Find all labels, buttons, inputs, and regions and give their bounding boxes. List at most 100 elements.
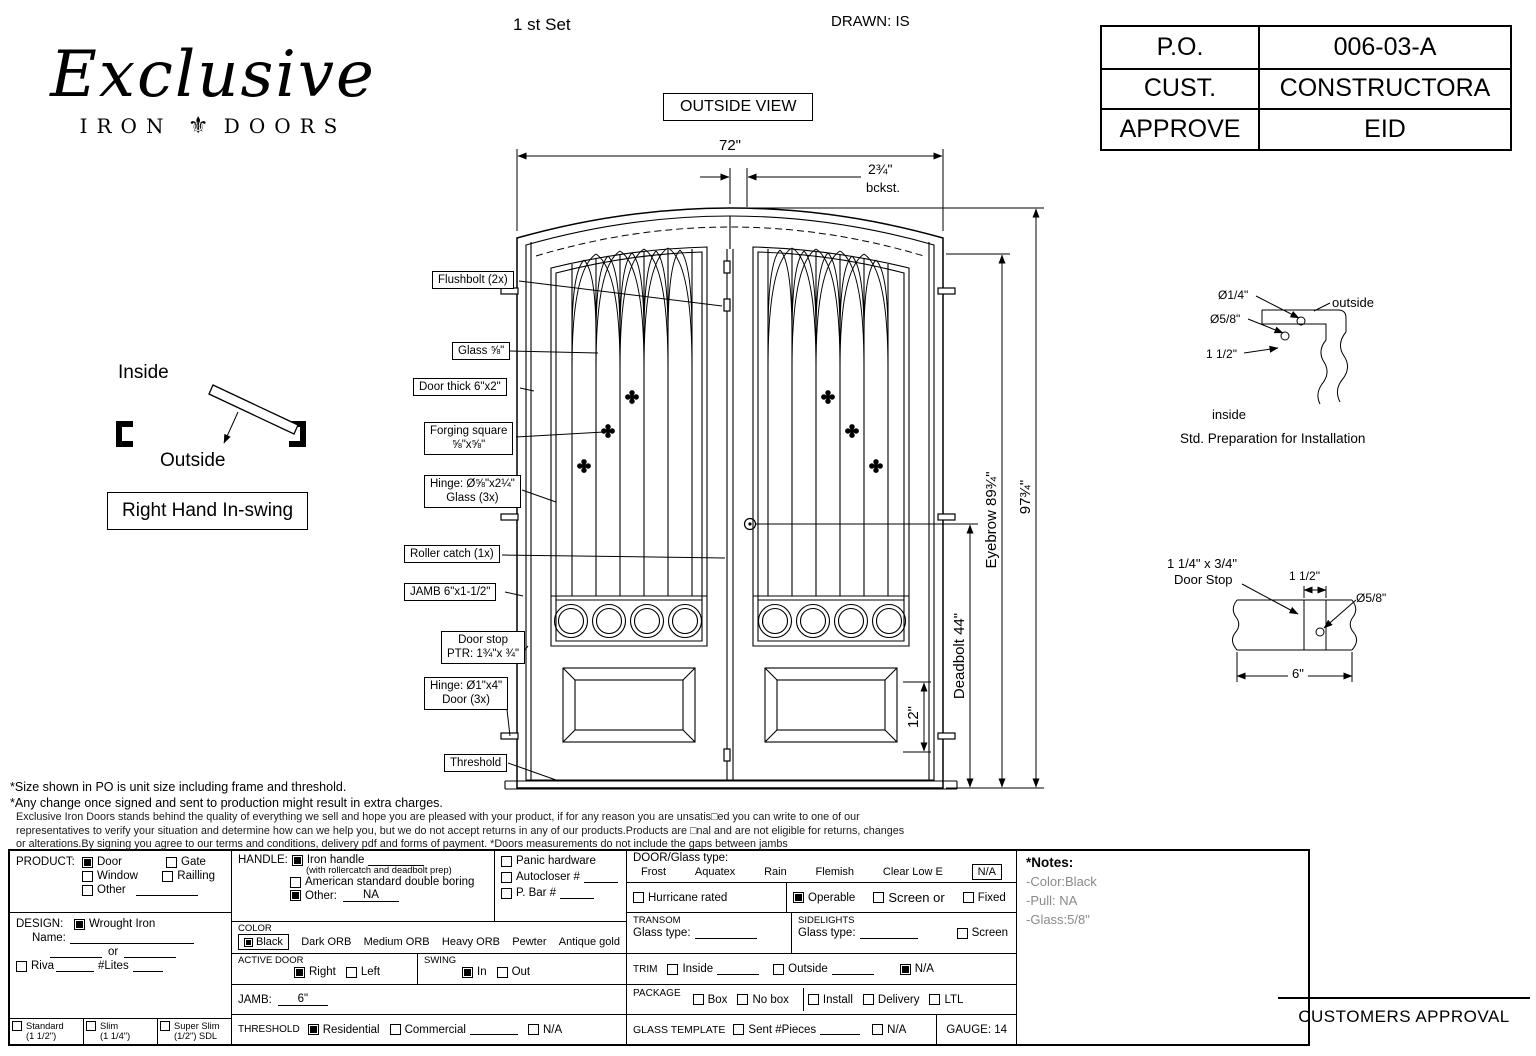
trim-na-checkbox[interactable] bbox=[899, 963, 911, 975]
profile-options: Standard(1 1/2") Slim(1 1/4") Super Slim… bbox=[10, 1017, 231, 1044]
operation-section: Hurricane rated Operable Screen or Fixed bbox=[627, 883, 1017, 913]
design-name-label: Name: bbox=[32, 932, 66, 944]
residential-checkbox[interactable] bbox=[307, 1024, 319, 1035]
commercial-blank bbox=[469, 1024, 518, 1035]
inside-label: Inside bbox=[118, 362, 169, 383]
threshold-label: THRESHOLD bbox=[238, 1024, 300, 1035]
fixed-checkbox[interactable] bbox=[962, 892, 974, 903]
forging-squares bbox=[577, 390, 639, 473]
dim-deadbolt: Deadbolt 44" bbox=[951, 613, 968, 699]
install-prep-detail bbox=[1243, 295, 1348, 405]
swing-in-checkbox[interactable] bbox=[462, 966, 473, 978]
glass-type-na-option[interactable]: N/A bbox=[971, 864, 1002, 880]
autocloser-blank bbox=[583, 872, 618, 883]
sidelights-glass-blank bbox=[859, 928, 918, 939]
panic-hardware-checkbox[interactable] bbox=[501, 855, 512, 867]
jamb-label: JAMB: bbox=[238, 993, 272, 1006]
glass-type-option[interactable]: Flemish bbox=[815, 866, 855, 878]
screen-or-checkbox[interactable] bbox=[873, 892, 885, 903]
box-checkbox[interactable] bbox=[692, 994, 704, 1005]
product-section: PRODUCT: Door Gate Window Railling Other bbox=[10, 851, 232, 913]
glass-type-option[interactable]: Clear Low E bbox=[882, 866, 943, 878]
sidelights-cell: SIDELIGHTS Glass type: Screen bbox=[792, 913, 1016, 953]
leader-lines bbox=[501, 280, 726, 781]
customers-approval: CUSTOMERS APPROVAL bbox=[1278, 997, 1530, 1027]
american-boring-checkbox[interactable] bbox=[290, 876, 301, 888]
color-option[interactable]: Dark ORB bbox=[301, 936, 352, 948]
trim-outside-checkbox[interactable] bbox=[773, 963, 785, 975]
fixed-label: Fixed bbox=[977, 891, 1006, 904]
slim-label: Slim bbox=[100, 1020, 119, 1031]
other-handle-label: Other: bbox=[305, 889, 337, 902]
color-option[interactable]: Medium ORB bbox=[363, 936, 430, 948]
delivery-checkbox[interactable] bbox=[862, 994, 874, 1005]
hurricane-checkbox[interactable] bbox=[633, 892, 644, 903]
glass-type-option[interactable]: Aquatex bbox=[694, 866, 736, 878]
other-product-label: Other bbox=[97, 884, 126, 896]
riva-label: Riva bbox=[31, 960, 55, 972]
note-line: *Any change once signed and sent to prod… bbox=[10, 795, 443, 810]
pbar-blank bbox=[560, 888, 595, 899]
operable-checkbox[interactable] bbox=[793, 892, 804, 903]
other-product-blank bbox=[135, 885, 198, 896]
slim-checkbox[interactable] bbox=[86, 1020, 96, 1031]
swing-out-checkbox[interactable] bbox=[496, 966, 508, 978]
super-slim-checkbox[interactable] bbox=[160, 1020, 170, 1031]
package-label: PACKAGE bbox=[633, 988, 681, 999]
door-checkbox[interactable] bbox=[82, 856, 93, 868]
install-checkbox[interactable] bbox=[807, 994, 819, 1005]
railing-checkbox[interactable] bbox=[162, 870, 174, 882]
glass-type-option[interactable]: Rain bbox=[764, 866, 787, 878]
color-option[interactable]: Heavy ORB bbox=[441, 936, 500, 948]
detail-dia-fiveeighth: Ø5/8" bbox=[1210, 312, 1241, 326]
right-checkbox[interactable] bbox=[294, 966, 305, 978]
iron-handle-checkbox[interactable] bbox=[291, 854, 303, 866]
color-black-option[interactable]: Black bbox=[238, 934, 289, 950]
pbar-checkbox[interactable] bbox=[501, 887, 512, 899]
standard-checkbox[interactable] bbox=[12, 1020, 22, 1031]
color-option[interactable]: Antique gold bbox=[558, 936, 620, 948]
gate-checkbox[interactable] bbox=[166, 856, 177, 868]
window-checkbox[interactable] bbox=[82, 870, 93, 882]
glass-type-option[interactable]: Frost bbox=[641, 866, 667, 878]
callout-text: Forging square bbox=[430, 425, 508, 437]
super-slim-size: (1/2") SDL bbox=[174, 1031, 218, 1042]
form-notes-section: *Notes: -Color:Black -Pull: NA -Glass:5/… bbox=[1017, 851, 1307, 1044]
trim-inside-checkbox[interactable] bbox=[667, 963, 679, 975]
threshold-na-checkbox[interactable] bbox=[527, 1024, 539, 1035]
panic-hardware-label: Panic hardware bbox=[516, 855, 596, 867]
handle-section: HANDLE: Iron handle (with rollercatch an… bbox=[232, 851, 627, 922]
door-label: Door bbox=[97, 856, 122, 868]
color-section: COLOR Black Dark ORB Medium ORB Heavy OR… bbox=[232, 922, 627, 954]
iron-handle-blank bbox=[368, 855, 425, 866]
signature-line[interactable] bbox=[1278, 997, 1530, 999]
color-option[interactable]: Pewter bbox=[512, 936, 547, 948]
form-note-line: -Glass:5/8" bbox=[1026, 912, 1090, 927]
template-na-checkbox[interactable] bbox=[872, 1024, 884, 1035]
doorstop-name: Door Stop bbox=[1174, 572, 1233, 587]
set-label: 1 st Set bbox=[513, 15, 571, 34]
operable-cell: Operable Screen or Fixed bbox=[787, 883, 1016, 912]
other-handle-checkbox[interactable] bbox=[290, 890, 301, 901]
no-box-checkbox[interactable] bbox=[737, 994, 749, 1005]
glass-template-label: GLASS TEMPLATE bbox=[633, 1023, 726, 1036]
logo-ornament-icon: ⚜ bbox=[187, 113, 209, 140]
ltl-label: LTL bbox=[944, 993, 964, 1006]
other-product-checkbox[interactable] bbox=[82, 884, 93, 896]
callout-door-thick: Door thick 6"x2" bbox=[413, 378, 507, 397]
ltl-checkbox[interactable] bbox=[929, 994, 941, 1005]
logo-name: Exclusive bbox=[50, 38, 376, 112]
jamb-section: JAMB: 6" bbox=[232, 985, 627, 1015]
profile-super-slim: Super Slim(1/2") SDL bbox=[157, 1018, 231, 1044]
callout-text: Door (3x) bbox=[442, 694, 491, 707]
sidelights-screen-checkbox[interactable] bbox=[956, 927, 968, 939]
sent-pieces-checkbox[interactable] bbox=[733, 1024, 745, 1035]
wrought-iron-checkbox[interactable] bbox=[74, 918, 85, 930]
commercial-checkbox[interactable] bbox=[389, 1024, 401, 1035]
swing-label: SWING bbox=[424, 955, 457, 966]
autocloser-checkbox[interactable] bbox=[501, 871, 512, 883]
left-checkbox[interactable] bbox=[345, 966, 357, 978]
riva-checkbox[interactable] bbox=[16, 960, 27, 972]
company-logo: Exclusive IRON ⚜ DOORS bbox=[50, 38, 376, 140]
